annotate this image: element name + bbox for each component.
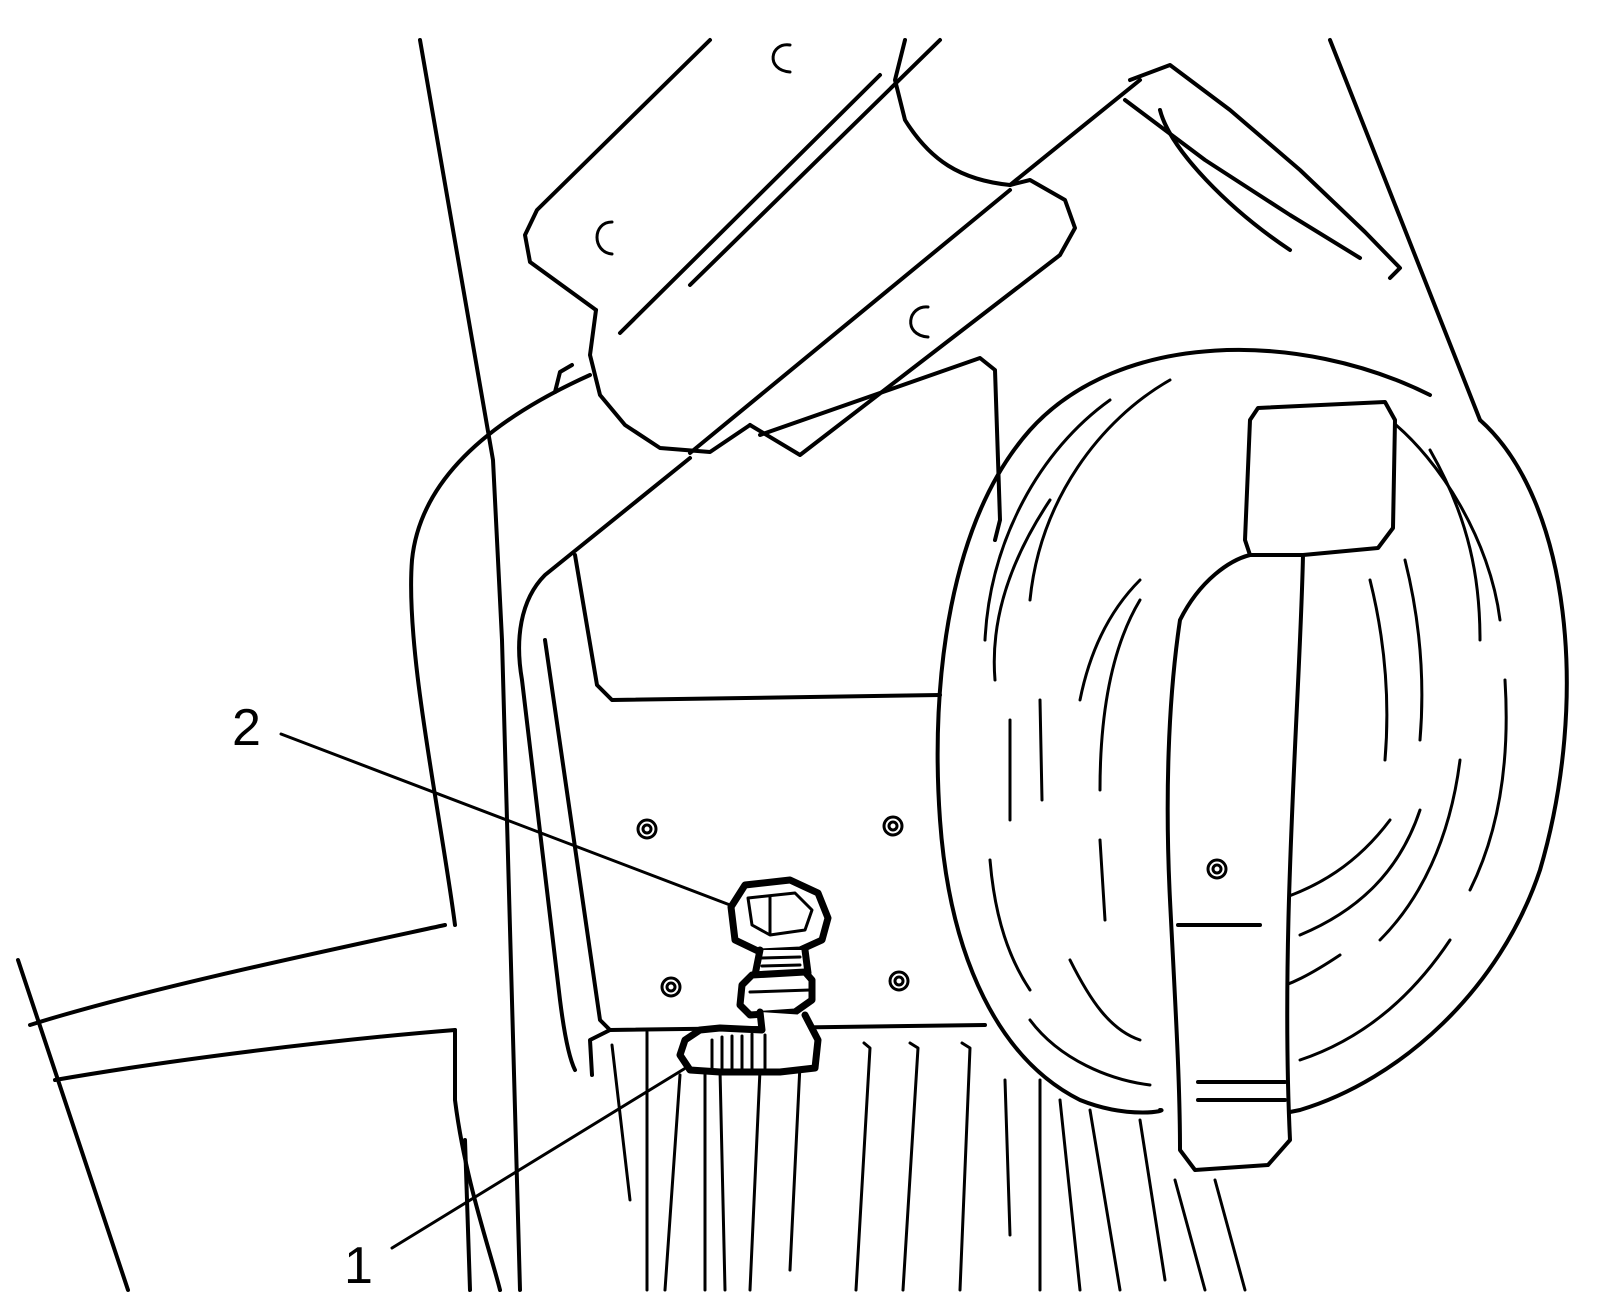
callout-2: 2 xyxy=(232,699,732,907)
frame-rail xyxy=(16,38,522,1292)
callout-1: 1 xyxy=(344,1067,686,1295)
bolt-icon xyxy=(888,970,910,992)
hex-adapter-fitting xyxy=(727,876,832,979)
cooling-fins xyxy=(663,1041,1247,1292)
curved-bracket xyxy=(409,363,692,1072)
bolt-icon xyxy=(882,815,904,837)
bolt-icon xyxy=(660,976,682,998)
upper-bracket xyxy=(523,38,1142,457)
plate-bolts xyxy=(636,815,910,998)
hose-strap xyxy=(1165,400,1397,1172)
upper-arm xyxy=(1123,38,1482,422)
callout-1-label: 1 xyxy=(344,1237,373,1295)
strap-bolt-icon xyxy=(1206,858,1228,880)
elbow-fitting xyxy=(676,968,822,1076)
bolt-icon xyxy=(636,818,658,840)
mounting-plate xyxy=(543,356,1002,1292)
callout-2-label: 2 xyxy=(232,699,261,757)
coiled-hose xyxy=(935,347,1569,1117)
